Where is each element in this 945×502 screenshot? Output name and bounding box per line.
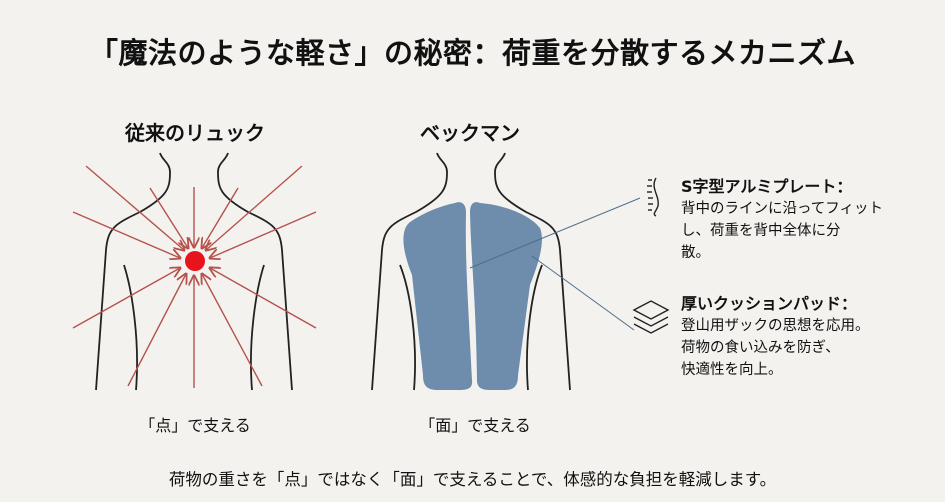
footer-note: 荷物の重さを「点」ではなく「面」で支えることで、体感的な負担を軽減します。	[168, 470, 777, 489]
beckman-heading: ベックマン	[420, 121, 520, 145]
beckman-caption: 「面」で支える	[419, 416, 531, 435]
point-load-dot	[185, 251, 205, 271]
feature-text: 登山用ザックの思想を応用。	[681, 318, 870, 334]
feature-text: 散。	[681, 245, 710, 261]
conventional-caption: 「点」で支える	[139, 416, 251, 435]
feature-title: 厚いクッションパッド：	[681, 294, 858, 313]
load-arrows	[72, 165, 317, 388]
cushion-pads	[403, 202, 542, 390]
feature-aluminum-plate: S字型アルミプレート： 背中のラインに沿ってフィット し、荷重を背中全体に分 散…	[681, 176, 931, 264]
page-title: 「魔法のような軽さ」の秘密：荷重を分散するメカニズム	[88, 36, 856, 70]
feature-text: 快適性を向上。	[681, 362, 783, 378]
feature-title: S字型アルミプレート：	[681, 177, 853, 196]
feature-cushion-pad: 厚いクッションパッド： 登山用ザックの思想を応用。 荷物の食い込みを防ぎ、 快適…	[681, 293, 931, 381]
feature-text: 背中のラインに沿ってフィット	[681, 201, 883, 217]
conventional-heading: 従来のリュック	[125, 121, 265, 145]
feature-text: 荷物の食い込みを防ぎ、	[681, 340, 840, 356]
spine-icon	[647, 177, 659, 217]
layers-icon	[632, 300, 670, 334]
callout-lines	[469, 197, 641, 331]
body-outline-right	[371, 152, 571, 391]
feature-text: し、荷重を背中全体に分	[681, 223, 841, 239]
